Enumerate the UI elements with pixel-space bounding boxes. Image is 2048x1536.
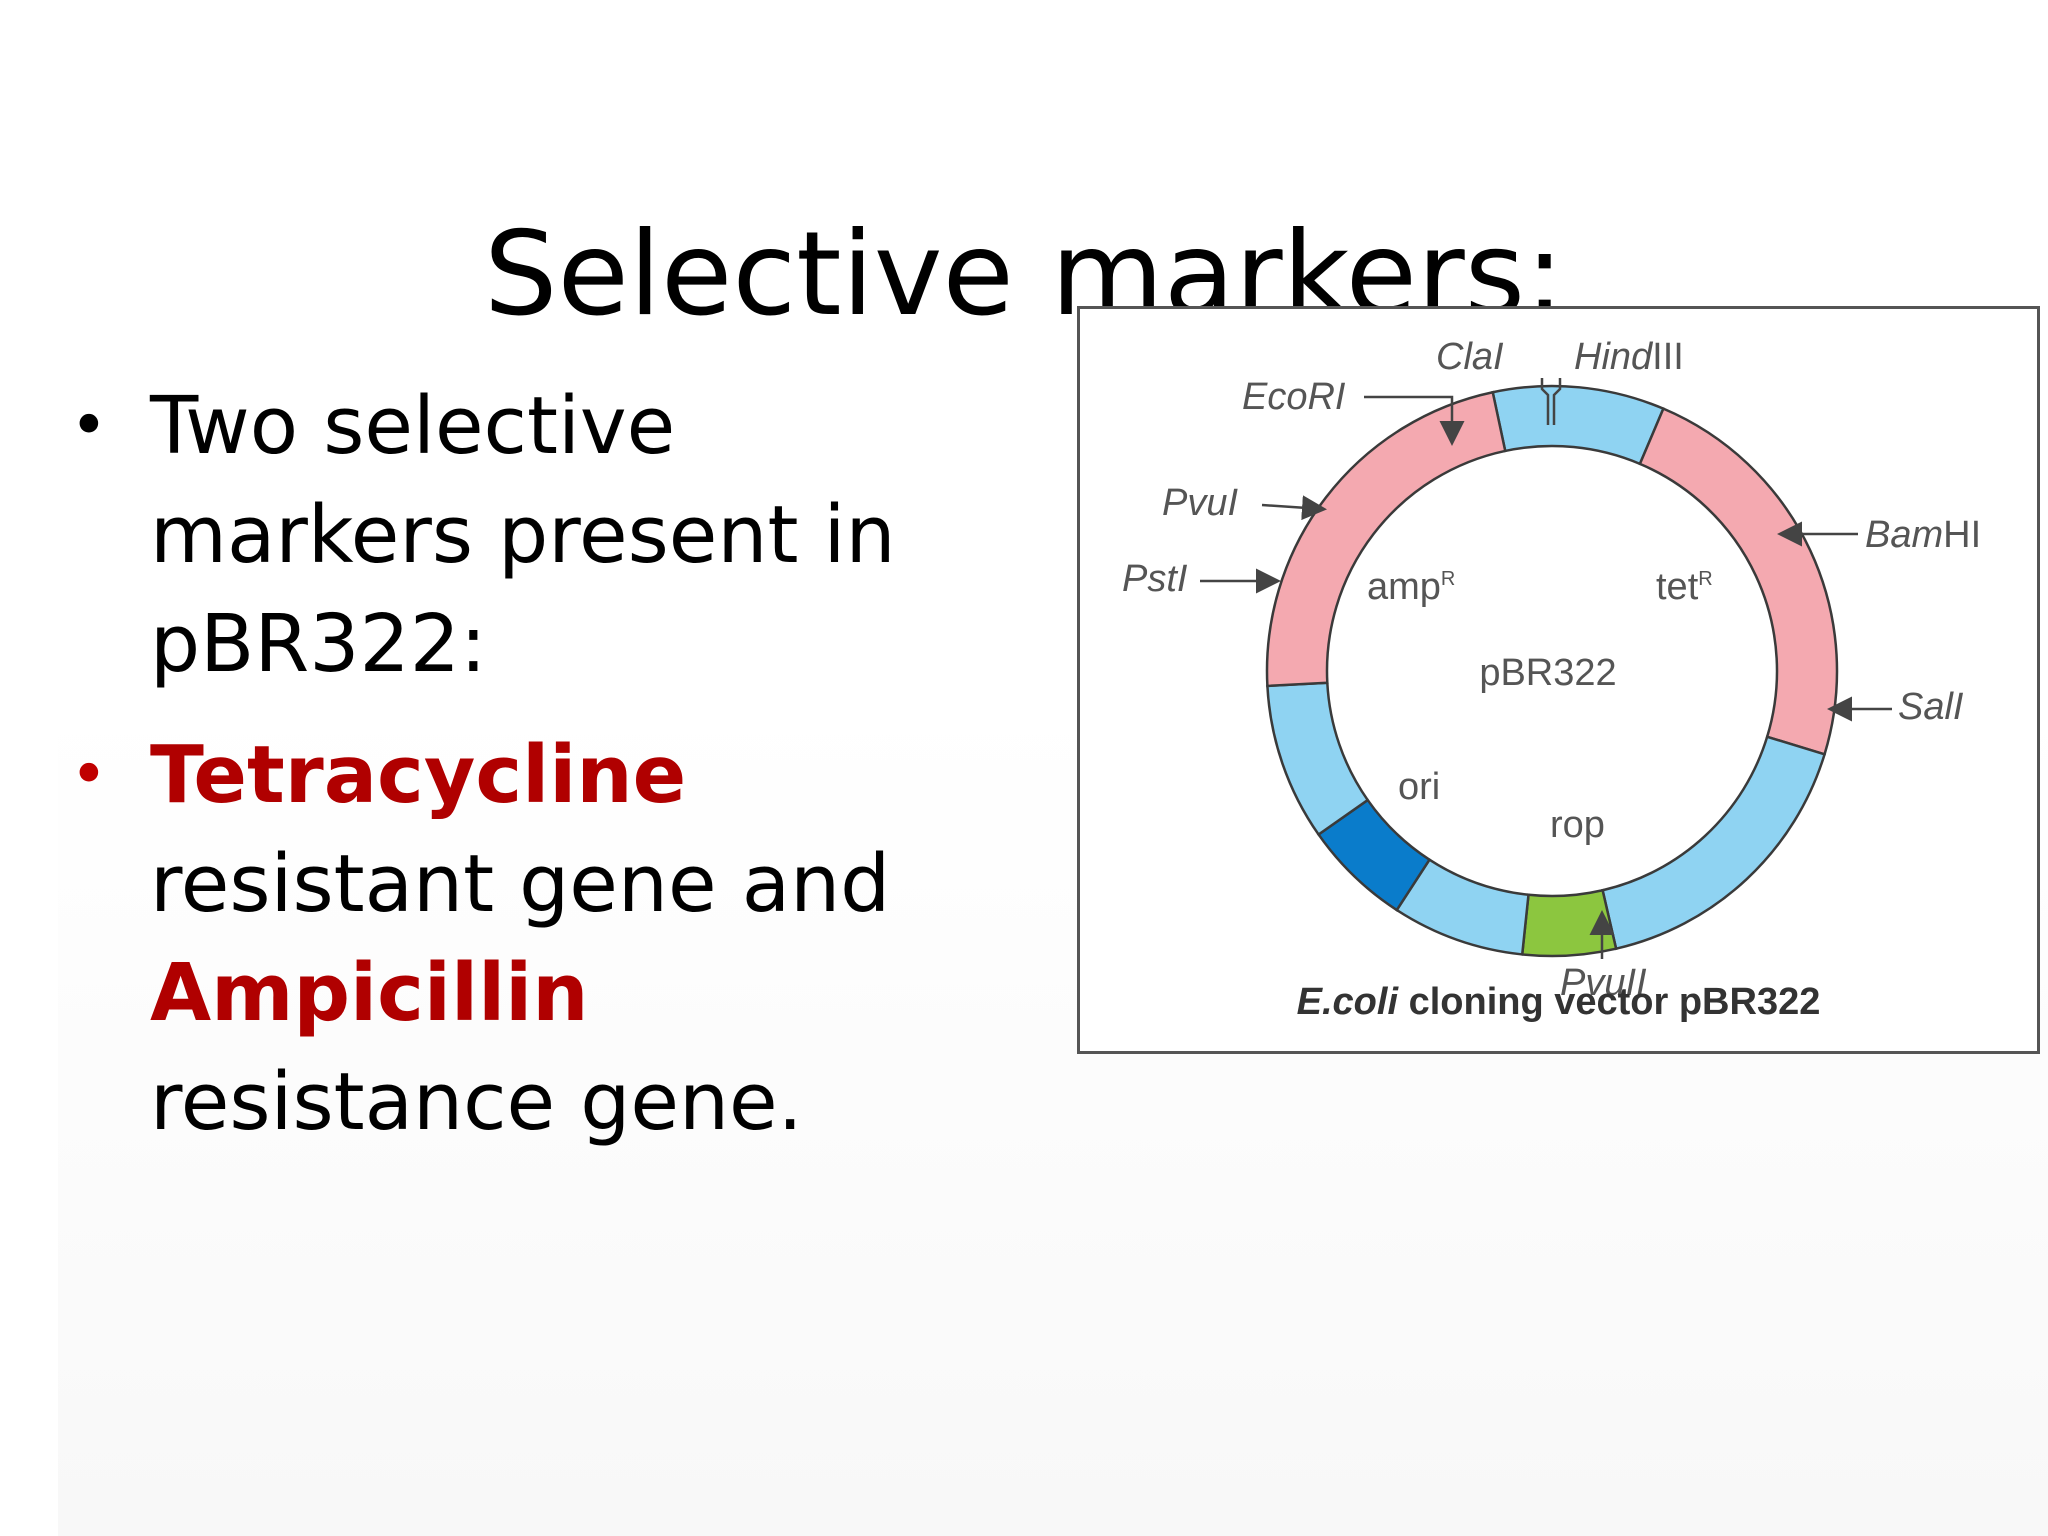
amp-gene-segment: [1265, 390, 1507, 688]
bamhi-site: BamHI: [1865, 514, 1981, 556]
figure-caption: E.coli cloning vector pBR322: [1080, 981, 2037, 1024]
bullet-item: • Two selective markers present in pBR32…: [70, 372, 1000, 699]
pvui-site: PvuI: [1162, 482, 1238, 524]
bullet-text-middle: resistant gene and: [150, 838, 891, 930]
bullet-text: Two selective markers present in pBR322:: [150, 380, 896, 690]
plasmid-map: ampR tetR pBR322 ori rop ClaI HindIII Ec…: [1122, 336, 1981, 1004]
pvui-arrow: [1261, 495, 1327, 521]
bullet-symbol: •: [70, 738, 108, 812]
clai-hindiii-marker: [1540, 378, 1562, 425]
pvuii-site: PvuII: [1560, 962, 1647, 1004]
backbone-segment: [1266, 681, 1370, 837]
tetracycline-highlight: Tetracycline: [150, 729, 687, 821]
clai-hindiii-segment: [1491, 384, 1665, 466]
hindiii-site: HindIII: [1574, 336, 1684, 378]
caption-text: cloning vector pBR322: [1398, 981, 1821, 1023]
bullet-text-end: resistance gene.: [150, 1056, 803, 1148]
plasmid-map-figure: ampR tetR pBR322 ori rop ClaI HindIII Ec…: [1077, 306, 2040, 1054]
psti-site: PstI: [1122, 558, 1188, 600]
bullet-item: • Tetracycline resistant gene and Ampici…: [70, 721, 1000, 1157]
plasmid-name: pBR322: [1479, 652, 1616, 694]
ecori-site: EcoRI: [1242, 376, 1346, 418]
plasmid-ring: [1265, 384, 1839, 958]
sali-site: SalI: [1898, 686, 1964, 728]
ecori-arrow: [1364, 395, 1465, 446]
clai-site: ClaI: [1436, 336, 1504, 378]
amp-label: ampR: [1367, 566, 1455, 608]
bullet-list: • Two selective markers present in pBR32…: [70, 372, 1000, 1157]
backbone-segment: [1601, 735, 1827, 951]
caption-species: E.coli: [1296, 981, 1399, 1023]
bullet-symbol: •: [70, 389, 108, 463]
tet-label: tetR: [1656, 566, 1713, 608]
rop-label: rop: [1550, 804, 1605, 846]
ori-label: ori: [1398, 766, 1440, 808]
ampicillin-highlight: Ampicillin: [150, 947, 589, 1039]
